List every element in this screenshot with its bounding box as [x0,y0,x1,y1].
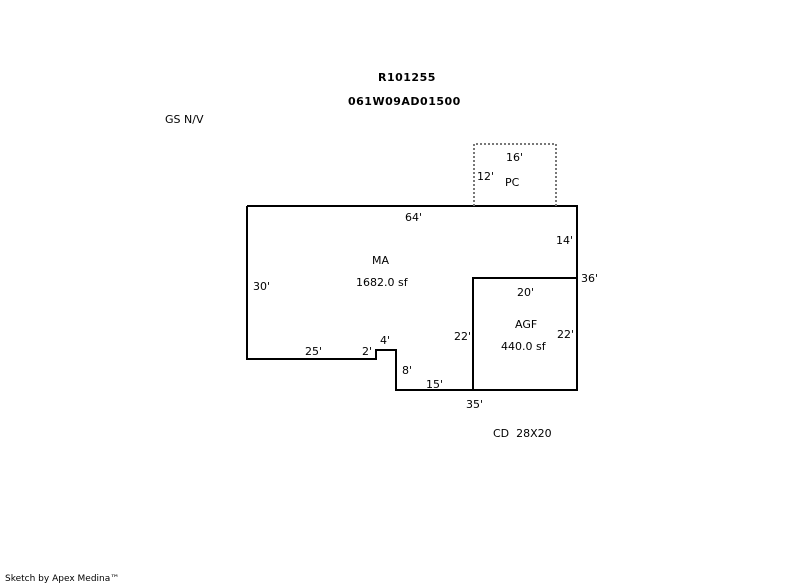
notch-8-label: 8' [402,364,413,377]
ma-bottom-left-label: 25' [305,345,323,358]
agf-top-label: 20' [517,286,535,299]
agf-left-label: 22' [454,330,472,343]
map-number: 061W09AD01500 [348,95,461,108]
pc-width-label: 16' [506,151,524,164]
total-right-label: 36' [581,272,599,285]
ma-left-label: 30' [253,280,271,293]
gs-note: GS N/V [165,113,204,126]
bottom-35-label: 35' [466,398,484,411]
pc-code-label: PC [505,176,520,189]
notch-4-label: 4' [380,334,391,347]
ma-right-upper-label: 14' [556,234,574,247]
pc-depth-label: 12' [477,170,495,183]
bottom-15-label: 15' [426,378,444,391]
sketch-credit: Sketch by Apex Medina™ [5,574,120,584]
notch-2-label: 2' [362,345,373,358]
ma-code-label: MA [372,254,390,267]
garage-outline [472,277,577,390]
ma-area-label: 1682.0 sf [356,276,408,289]
cd-note: CD 28X20 [493,427,552,440]
parcel-id: R101255 [378,71,436,84]
agf-code-label: AGF [515,318,538,331]
ma-top-label: 64' [405,211,423,224]
main-area-outline [246,205,578,391]
agf-right-label: 22' [557,328,575,341]
agf-area-label: 440.0 sf [501,340,546,353]
